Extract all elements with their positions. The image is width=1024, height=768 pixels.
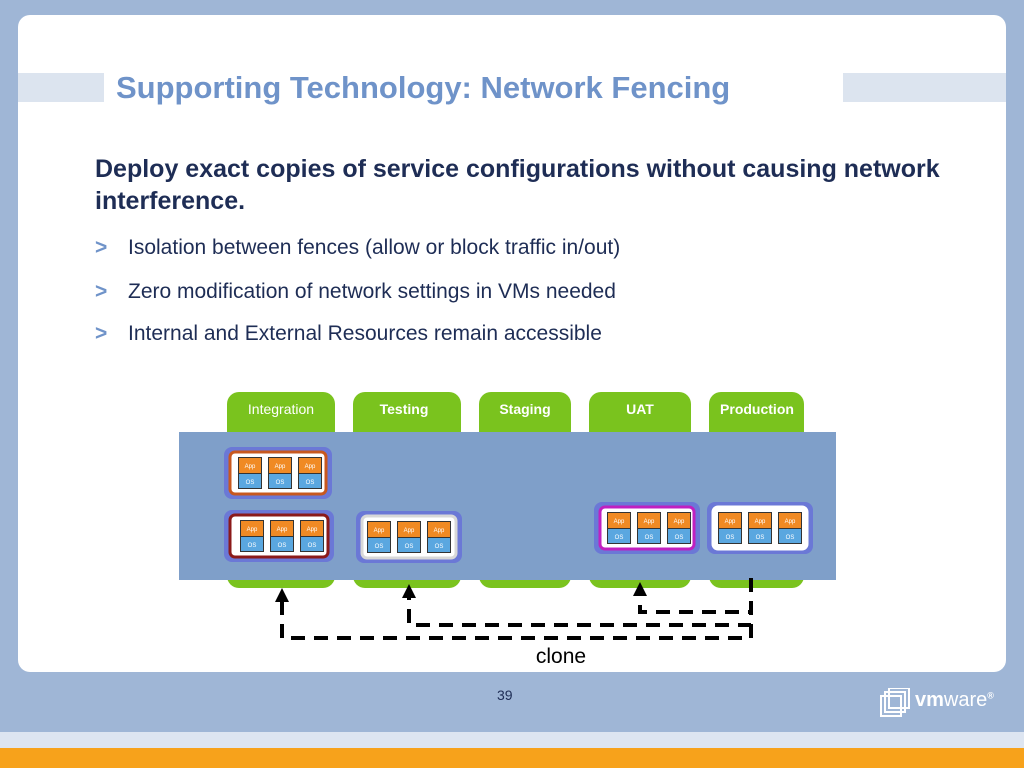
env-label-uat: UAT bbox=[626, 401, 654, 417]
clone-path-testing bbox=[407, 578, 753, 627]
svg-text:App: App bbox=[305, 464, 316, 470]
vmware-logo-text: vmware® bbox=[915, 689, 994, 712]
svg-text:OS: OS bbox=[645, 535, 654, 541]
title-band-right bbox=[843, 73, 1006, 102]
arrowhead-icon bbox=[402, 584, 416, 598]
footer-stripe-orange bbox=[0, 748, 1024, 768]
svg-text:OS: OS bbox=[308, 543, 317, 549]
svg-text:OS: OS bbox=[375, 544, 384, 550]
arrowhead-icon bbox=[633, 582, 647, 596]
bullet-arrow-icon: > bbox=[95, 322, 108, 345]
bullet-arrow-icon: > bbox=[95, 280, 108, 303]
bullet-item: > Internal and External Resources remain … bbox=[95, 322, 602, 346]
svg-text:OS: OS bbox=[246, 480, 255, 486]
svg-text:OS: OS bbox=[405, 544, 414, 550]
bullet-text: Isolation between fences (allow or block… bbox=[128, 236, 621, 259]
svg-text:OS: OS bbox=[615, 535, 624, 541]
svg-text:OS: OS bbox=[726, 535, 735, 541]
env-label-integration: Integration bbox=[248, 401, 314, 417]
bullet-arrow-icon: > bbox=[95, 236, 108, 259]
svg-text:OS: OS bbox=[276, 480, 285, 486]
svg-text:App: App bbox=[245, 464, 256, 470]
bullet-item: > Zero modification of network settings i… bbox=[95, 280, 616, 304]
svg-text:App: App bbox=[755, 519, 766, 525]
bullet-item: > Isolation between fences (allow or bloc… bbox=[95, 236, 620, 260]
svg-text:App: App bbox=[644, 519, 655, 525]
svg-text:App: App bbox=[434, 528, 445, 534]
svg-text:App: App bbox=[674, 519, 685, 525]
env-label-production: Production bbox=[720, 401, 794, 417]
svg-text:App: App bbox=[785, 519, 796, 525]
svg-text:OS: OS bbox=[675, 535, 684, 541]
svg-text:App: App bbox=[307, 527, 318, 533]
svg-text:OS: OS bbox=[756, 535, 765, 541]
logo-trademark: ® bbox=[987, 690, 994, 701]
page-number: 39 bbox=[497, 687, 513, 703]
title-band-left bbox=[18, 73, 104, 102]
slide-title: Supporting Technology: Network Fencing bbox=[116, 70, 731, 105]
arrowhead-icon bbox=[275, 588, 289, 602]
svg-text:App: App bbox=[725, 519, 736, 525]
clone-arrows bbox=[280, 578, 753, 640]
svg-text:App: App bbox=[277, 527, 288, 533]
svg-text:App: App bbox=[404, 528, 415, 534]
logo-brand-bold: vm bbox=[915, 689, 944, 711]
env-label-testing: Testing bbox=[380, 401, 429, 417]
svg-text:OS: OS bbox=[786, 535, 795, 541]
svg-text:App: App bbox=[374, 528, 385, 534]
svg-text:App: App bbox=[275, 464, 286, 470]
svg-text:OS: OS bbox=[248, 543, 257, 549]
svg-text:App: App bbox=[614, 519, 625, 525]
svg-text:OS: OS bbox=[278, 543, 287, 549]
footer-stripe-light bbox=[0, 732, 1024, 748]
bullet-text: Internal and External Resources remain a… bbox=[128, 322, 602, 345]
vmware-logo-icon bbox=[880, 688, 910, 717]
logo-brand-light: ware bbox=[943, 689, 988, 711]
clone-label: clone bbox=[536, 645, 586, 668]
svg-text:App: App bbox=[247, 527, 258, 533]
env-label-staging: Staging bbox=[499, 401, 550, 417]
bullet-text: Zero modification of network settings in… bbox=[128, 280, 616, 303]
svg-text:OS: OS bbox=[306, 480, 315, 486]
slide-subtitle: Deploy exact copies of service configura… bbox=[95, 155, 940, 215]
svg-text:OS: OS bbox=[435, 544, 444, 550]
